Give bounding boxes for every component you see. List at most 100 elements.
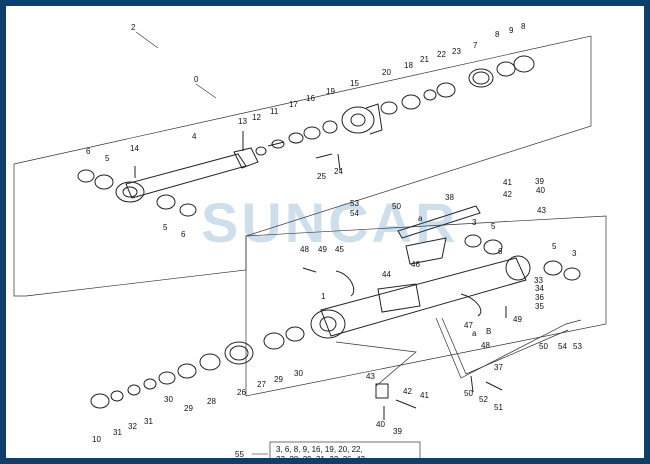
callout-c3: 9 bbox=[509, 26, 514, 35]
callout-c12: 15 bbox=[350, 79, 359, 88]
callout-c80: 55 bbox=[235, 450, 244, 459]
callout-c37: 3 bbox=[472, 218, 477, 227]
piston-rod bbox=[115, 147, 259, 203]
rod-bushing-left bbox=[77, 169, 197, 217]
callout-c55: B bbox=[486, 327, 491, 336]
callout-c2: 0 bbox=[194, 75, 199, 84]
callout-c14: 16 bbox=[306, 94, 315, 103]
callout-c70: 31 bbox=[113, 428, 122, 437]
callout-c26: 25 bbox=[317, 172, 326, 181]
lower-seal-stack bbox=[90, 326, 305, 409]
bolts-upper bbox=[134, 131, 341, 178]
callout-c13: 19 bbox=[326, 87, 335, 96]
callout-c23: 5 bbox=[163, 223, 168, 232]
callout-c24: 6 bbox=[181, 230, 186, 239]
callout-c61: 30 bbox=[294, 369, 303, 378]
callout-c10: 18 bbox=[404, 61, 413, 70]
callout-c15: 17 bbox=[289, 100, 298, 109]
callout-c49: 36 bbox=[535, 293, 544, 302]
callout-c54: a bbox=[472, 329, 477, 338]
callout-c58: 54 bbox=[558, 342, 567, 351]
callout-c48: 34 bbox=[535, 284, 544, 293]
callout-c41: 3 bbox=[572, 249, 577, 258]
piston-seal-set bbox=[380, 55, 535, 115]
callout-c72: 43 bbox=[366, 372, 375, 381]
callout-c5: 8 bbox=[495, 30, 500, 39]
callout-c25: 24 bbox=[334, 167, 343, 176]
callout-c7: 23 bbox=[452, 47, 461, 56]
callout-c47: 33 bbox=[534, 276, 543, 285]
callout-c76: 39 bbox=[393, 427, 402, 436]
callout-c69: 32 bbox=[128, 422, 137, 431]
callout-c27: 53 bbox=[350, 199, 359, 208]
callout-c71: 10 bbox=[92, 435, 101, 444]
kit-box bbox=[269, 441, 421, 458]
callout-c29: 54 bbox=[350, 209, 359, 218]
callout-c53: 49 bbox=[513, 315, 522, 324]
callout-c17: 12 bbox=[252, 113, 261, 122]
callout-c79: 51 bbox=[494, 403, 503, 412]
callout-c44: 45 bbox=[335, 245, 344, 254]
guard-bracket bbox=[397, 205, 481, 265]
callout-c16: 11 bbox=[270, 107, 279, 116]
callout-c22: 5 bbox=[105, 154, 110, 163]
callout-c65: 28 bbox=[207, 397, 216, 406]
callout-c63: 27 bbox=[257, 380, 266, 389]
lower-rings-right bbox=[464, 234, 581, 281]
callout-c18: 13 bbox=[238, 117, 247, 126]
lower-fittings bbox=[302, 267, 507, 420]
cylinder-head-rings bbox=[255, 120, 338, 156]
callout-c60: 37 bbox=[494, 363, 503, 372]
exploded-parts-diagram: SUNCAR 3, 6, 8, 9, 16, 19, 20, 22, 23, 2… bbox=[13, 22, 607, 464]
cylinder-barrel bbox=[310, 255, 531, 339]
callout-c21: 6 bbox=[86, 147, 91, 156]
callout-c30: 38 bbox=[445, 193, 454, 202]
callout-c35: 40 bbox=[536, 186, 545, 195]
boom-clamps bbox=[335, 270, 482, 317]
callout-c77: 50 bbox=[464, 389, 473, 398]
lower-assembly-outline bbox=[245, 215, 607, 397]
piston-head bbox=[341, 103, 383, 135]
callout-c8: 22 bbox=[437, 50, 446, 59]
callout-c75: 40 bbox=[376, 420, 385, 429]
callout-c68: 31 bbox=[144, 417, 153, 426]
upper-assembly-outline bbox=[13, 35, 592, 297]
callout-c62: 29 bbox=[274, 375, 283, 384]
callout-c57: 50 bbox=[539, 342, 548, 351]
callout-c74: 41 bbox=[420, 391, 429, 400]
callout-c20: 14 bbox=[130, 144, 139, 153]
callout-c28: 50 bbox=[392, 202, 401, 211]
kit-box-line1: 3, 6, 8, 9, 16, 19, 20, 22, bbox=[276, 445, 363, 454]
callout-c66: 29 bbox=[184, 404, 193, 413]
callout-c1: 2 bbox=[131, 23, 136, 32]
callout-c52: 47 bbox=[464, 321, 473, 330]
lead-2 bbox=[135, 31, 159, 49]
callout-c59: 53 bbox=[573, 342, 582, 351]
callout-c32: 41 bbox=[503, 178, 512, 187]
callout-c56: 48 bbox=[481, 341, 490, 350]
callout-c50: 35 bbox=[535, 302, 544, 311]
lead-0 bbox=[195, 83, 217, 99]
tube-line bbox=[335, 317, 582, 387]
callout-c73: 42 bbox=[403, 387, 412, 396]
callout-c51: 1 bbox=[321, 292, 326, 301]
callout-c78: 52 bbox=[479, 395, 488, 404]
callout-c11: 20 bbox=[382, 68, 391, 77]
callout-c4: 8 bbox=[521, 22, 526, 31]
callout-c43: 49 bbox=[318, 245, 327, 254]
watermark-text: SUNCAR bbox=[201, 191, 459, 254]
callout-c34: 42 bbox=[503, 190, 512, 199]
callout-c46: 44 bbox=[382, 270, 391, 279]
callout-c19: 4 bbox=[192, 132, 197, 141]
callout-c36: 43 bbox=[537, 206, 546, 215]
callout-c39: 6 bbox=[498, 247, 503, 256]
callout-c67: 30 bbox=[164, 395, 173, 404]
callout-c45: 46 bbox=[411, 260, 420, 269]
callout-c33: 39 bbox=[535, 177, 544, 186]
callout-c42: 48 bbox=[300, 245, 309, 254]
callout-c9: 21 bbox=[420, 55, 429, 64]
callout-c31: a bbox=[418, 214, 423, 223]
kit-box-line2: 23, 28, 29, 31, 32, 36, 43 bbox=[276, 455, 366, 464]
